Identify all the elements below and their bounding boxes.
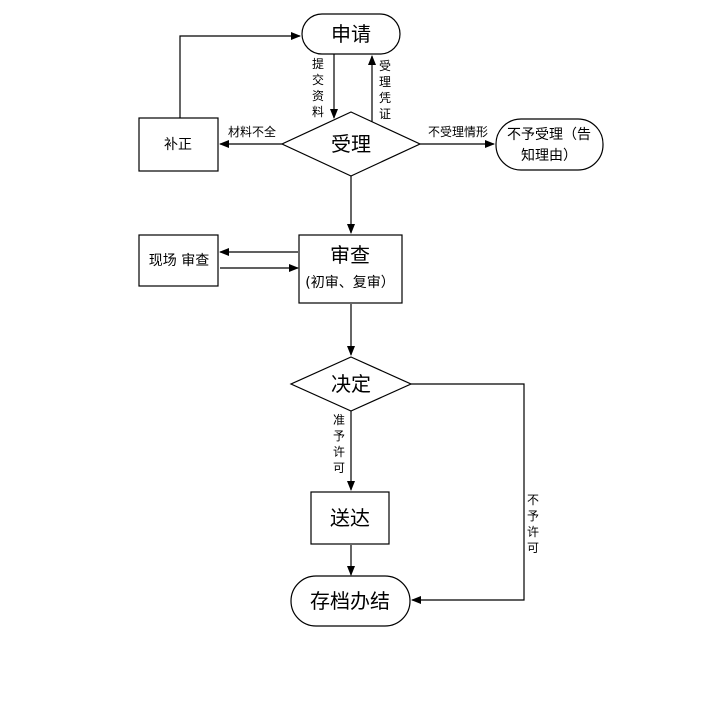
label-submit-char: 资 [312,89,324,103]
node-reject-line1: 不予受理（告 [507,127,591,143]
node-apply: 申请 [331,22,371,46]
label-receipt-char: 凭 [379,90,391,105]
label-receipt-char: 理 [379,75,391,89]
node-decide-shape [289,356,413,412]
node-review-shape [298,234,403,304]
label-not-accepted: 不受理情形 [428,125,488,139]
label-receipt-char: 证 [379,107,391,121]
node-onsite-shape [138,234,219,287]
node-reject-shape [495,118,604,171]
label-submit-char: 提 [312,56,324,71]
label-deny-char: 不 [527,493,539,507]
node-deliver: 送达 [330,506,370,530]
label-incomplete: 材料不全 [228,124,276,139]
node-correct-shape [138,117,219,172]
arrow-decide-to-archive [411,383,525,604]
node-reject-line2: 知理由） [521,147,577,164]
node-correct: 补正 [164,137,192,153]
label-receipt-char: 受 [379,59,391,73]
label-deny-char: 许 [527,525,539,539]
label-submit: 提 交 资 料 [312,56,324,119]
node-archive: 存档办结 [310,589,390,613]
label-deny: 不 予 许 可 [527,493,539,555]
label-submit-char: 料 [312,105,324,119]
node-review-sub: (初审、复审） [305,274,394,291]
label-deny-char: 可 [527,541,539,555]
label-grant-char: 可 [333,461,345,475]
label-grant-char: 准 [333,413,345,427]
node-accept-shape [280,111,422,177]
label-deny-char: 予 [527,509,539,523]
label-grant: 准 予 许 可 [333,413,345,475]
node-review: 审查 [330,243,370,267]
node-onsite: 现场 审查 [149,253,209,269]
node-decide: 决定 [331,372,371,396]
label-receipt: 受 理 凭 证 [379,59,391,121]
label-grant-char: 许 [333,445,345,459]
label-submit-char: 交 [312,72,324,87]
node-apply-shape [301,13,401,55]
arrow-correct-to-apply [179,32,301,118]
node-deliver-shape [310,491,390,545]
node-accept: 受理 [331,132,371,156]
node-archive-shape [290,575,411,627]
label-grant-char: 予 [333,429,345,443]
